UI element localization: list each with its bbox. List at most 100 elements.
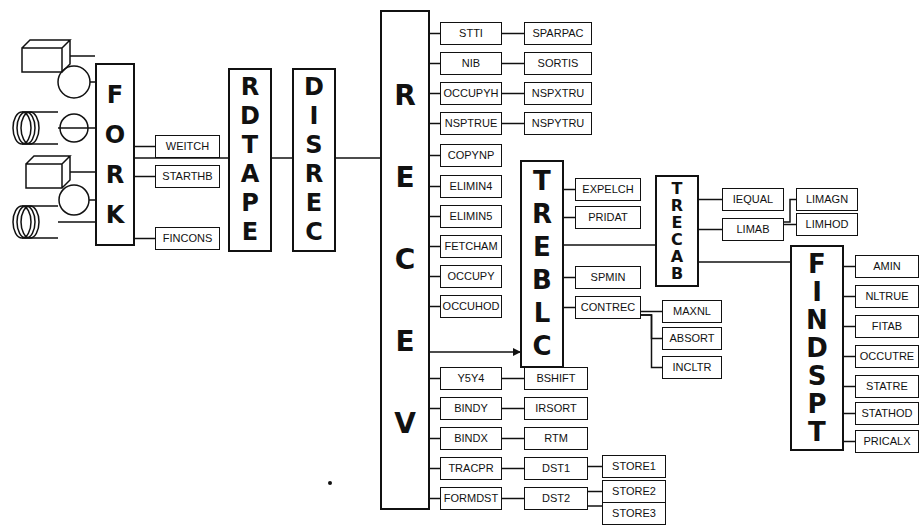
module-name: OCCUHOD [443, 300, 500, 313]
subroutine-box: FITAB [855, 315, 919, 338]
subroutine-box: SPARPAC [524, 22, 592, 45]
module-name: STORE1 [612, 460, 656, 473]
subroutine-box: OCCUPYH [440, 82, 502, 105]
module-name: DST1 [542, 462, 570, 475]
subroutine-box: RTM [524, 427, 588, 450]
program-module-box: TREBLC [520, 160, 564, 368]
subroutine-box: NSPXTRU [524, 82, 592, 105]
subroutine-box: SORTIS [524, 52, 592, 75]
module-name: FITAB [872, 320, 902, 333]
module-name: IEQUAL [733, 193, 773, 206]
program-module-box: RDTAPE [228, 68, 272, 252]
call-connector [430, 186, 440, 188]
call-connector [564, 277, 575, 279]
module-name: OCCUPYH [443, 87, 498, 100]
module-name: STATRE [866, 380, 908, 393]
subroutine-box: FORMDST [440, 487, 502, 510]
subroutine-box: SPMIN [575, 266, 641, 289]
subroutine-box: OCCUTRE [855, 345, 919, 368]
subroutine-box: INCLTR [662, 356, 722, 379]
subroutine-box: STATRE [855, 375, 919, 398]
program-module-box: DISREC [292, 68, 336, 252]
subroutine-box: DST2 [524, 487, 588, 510]
subroutine-box: IRSORT [524, 397, 588, 420]
module-name: ELIMIN5 [450, 210, 493, 223]
module-name: SPARPAC [533, 27, 584, 40]
module-name: OCCUTRE [860, 350, 914, 363]
call-connector [430, 306, 440, 308]
subroutine-box: CONTREC [575, 296, 641, 319]
call-connector [844, 356, 855, 358]
module-name: DST2 [542, 492, 570, 505]
call-connector [430, 93, 440, 95]
module-name: FINCONS [163, 232, 213, 245]
call-connector [641, 315, 662, 368]
subroutine-box: PRICALX [855, 430, 919, 453]
call-connector [272, 157, 292, 159]
subroutine-box: LIMAB [722, 218, 784, 241]
subroutine-box: DST1 [524, 457, 588, 480]
subroutine-box: NSPYTRU [524, 112, 592, 135]
subroutine-box: PRIDAT [575, 206, 641, 229]
module-name: STORE2 [612, 485, 656, 498]
module-name: Y5Y4 [458, 372, 485, 385]
subroutine-box: Y5Y4 [440, 367, 502, 390]
module-name: CONTREC [581, 301, 635, 314]
call-connector [564, 217, 575, 219]
subroutine-box: NIB [440, 52, 502, 75]
call-connector [430, 246, 440, 248]
call-connector [430, 276, 440, 278]
module-name: IRSORT [535, 402, 576, 415]
module-name: NSPYTRU [532, 117, 585, 130]
module-name: NLTRUE [865, 290, 908, 303]
call-connector [564, 307, 575, 309]
module-name: COPYNP [448, 149, 494, 162]
subroutine-box: TRACPR [440, 457, 502, 480]
call-connector [430, 378, 440, 380]
module-name: FINDSPT [806, 250, 828, 446]
subroutine-box: STARTHB [155, 165, 220, 188]
program-module-box: RECEV [380, 10, 430, 510]
call-connector [502, 63, 524, 65]
call-connector [135, 238, 155, 240]
subroutine-box: IEQUAL [722, 188, 784, 211]
call-connector [502, 123, 524, 125]
module-name: LIMAGN [806, 193, 848, 206]
program-module-box: FINDSPT [790, 245, 844, 451]
call-connector [844, 326, 855, 328]
call-connector [588, 466, 602, 468]
module-name: RECEV [394, 55, 416, 465]
call-connector [564, 189, 575, 191]
call-connector [784, 200, 796, 223]
module-name: OCCUPY [447, 270, 494, 283]
call-connector [699, 199, 722, 201]
call-connector [844, 413, 855, 415]
subroutine-box: OCCUHOD [440, 295, 502, 318]
call-connector [430, 498, 440, 500]
module-name: SPMIN [591, 271, 626, 284]
subroutine-box: FINCONS [155, 227, 220, 250]
subroutine-box: NSPTRUE [440, 112, 502, 135]
call-connector [502, 33, 524, 35]
subroutine-box: ELIMIN5 [440, 205, 502, 228]
call-connector [336, 157, 380, 159]
call-connector [430, 155, 440, 157]
subroutine-box: MAXNL [662, 300, 722, 323]
call-connector [135, 176, 155, 178]
call-connector [564, 244, 655, 246]
module-name: EXPELCH [582, 183, 633, 196]
module-name: RTM [544, 432, 568, 445]
call-connector [641, 311, 662, 313]
module-name: PRIDAT [588, 211, 628, 224]
call-connector [430, 408, 440, 410]
module-name: FORMDST [444, 492, 498, 505]
call-connector [502, 378, 524, 380]
subroutine-box: ABSORT [662, 327, 722, 350]
call-connector [430, 468, 440, 470]
call-connector [844, 296, 855, 298]
call-connector [588, 491, 602, 493]
module-name: NIB [462, 57, 480, 70]
call-connector [502, 498, 524, 500]
module-name: STARTHB [162, 170, 212, 183]
